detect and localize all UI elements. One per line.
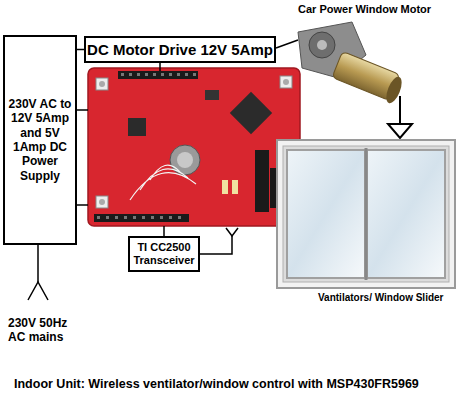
window-motor — [298, 22, 405, 105]
mains-label: 230V 50Hz AC mains — [8, 316, 80, 345]
launchpad-board — [88, 68, 300, 226]
motor-drive-box: DC Motor Drive 12V 5Amp — [84, 36, 276, 63]
caption: Indoor Unit: Wireless ventilator/window … — [14, 377, 464, 391]
part-label: Car Power Window Motor — [298, 3, 463, 16]
connector — [77, 49, 84, 51]
part-label: Vantilators/ Window Slider — [318, 292, 458, 304]
wire — [77, 40, 298, 236]
node-text: TI CC2500 Transceiver — [130, 241, 198, 267]
arrow-symbol — [388, 96, 412, 138]
node-text: 230V AC to 12V 5Amp and 5V 1Amp DC Power… — [5, 97, 75, 183]
window-slider — [277, 140, 455, 288]
antenna-symbol — [200, 228, 238, 254]
node-text: DC Motor Drive 12V 5Amp — [87, 41, 273, 59]
power-supply-box: 230V AC to 12V 5Amp and 5V 1Amp DC Power… — [3, 35, 77, 245]
transceiver-box: TI CC2500 Transceiver — [128, 236, 200, 272]
mains-plug — [28, 245, 48, 300]
